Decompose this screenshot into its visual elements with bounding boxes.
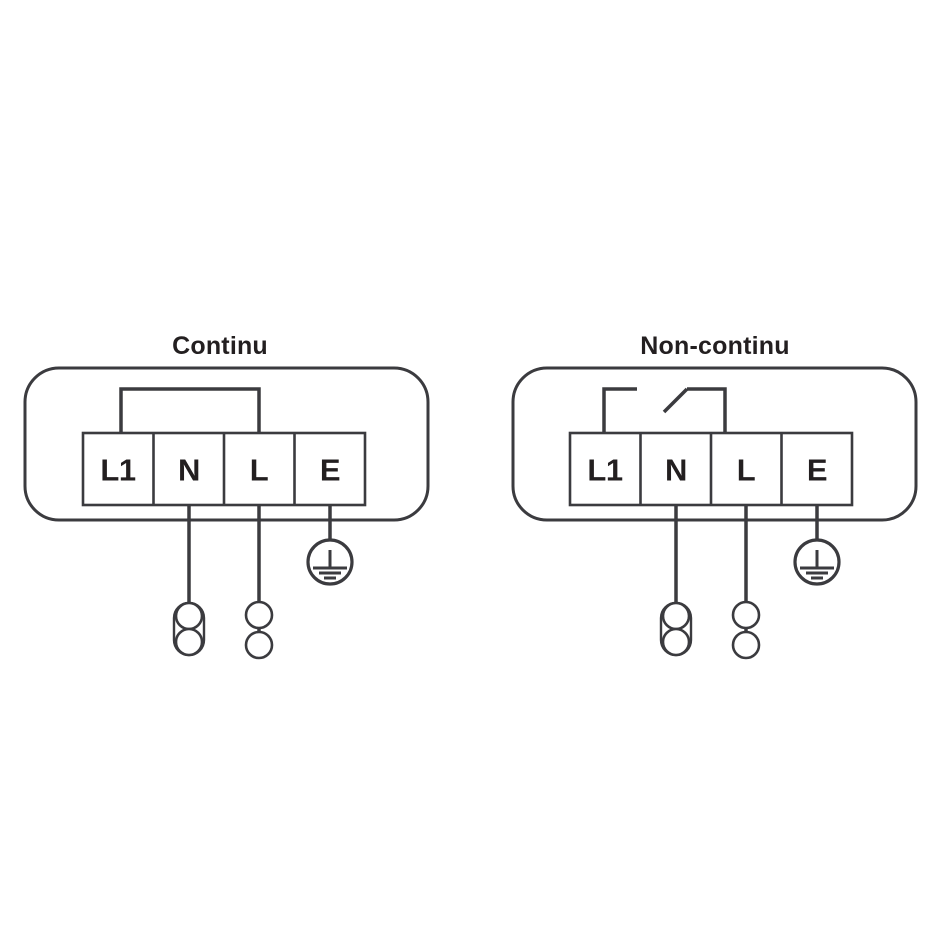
terminal-label-l1: L1 [587,453,622,488]
enclosure-outline-non-continu [511,366,918,522]
terminal-label-e: E [320,453,340,488]
connector-circle-upper-n [174,601,204,631]
diagram-continu: L1 N L E [23,366,430,660]
diagram-title-continu: Continu [172,332,268,360]
wire-drops-non-continu [659,505,761,660]
terminal-label-l: L [737,453,755,488]
connector-circle-lower-l [731,630,761,660]
connector-circle-lower-n [174,627,204,657]
connector-circle-lower-l [244,630,274,660]
terminal-label-l1: L1 [100,453,135,488]
terminal-dividers-continu [152,433,296,505]
diagram-title-non-continu: Non-continu [640,332,790,360]
diagram-non-continu: L1 N L E [511,366,918,660]
connector-circle-upper-l [244,600,274,630]
terminal-dividers-non-continu [639,433,783,505]
terminal-label-l: L [250,453,268,488]
connector-circle-upper-n [661,601,691,631]
terminal-label-e: E [807,453,827,488]
protective-earth-symbol-continu [306,505,354,586]
non-continuous-switch-wire [602,387,727,433]
wire-drops-continu [172,505,274,660]
terminal-label-n: N [178,453,200,488]
enclosure-outline-continu [23,366,430,522]
connector-circle-lower-n [661,627,691,657]
switch-blade [662,387,689,414]
connector-circle-upper-l [731,600,761,630]
protective-earth-symbol-non-continu [793,505,841,586]
terminal-label-n: N [665,453,687,488]
continuous-link-wire [119,387,261,433]
